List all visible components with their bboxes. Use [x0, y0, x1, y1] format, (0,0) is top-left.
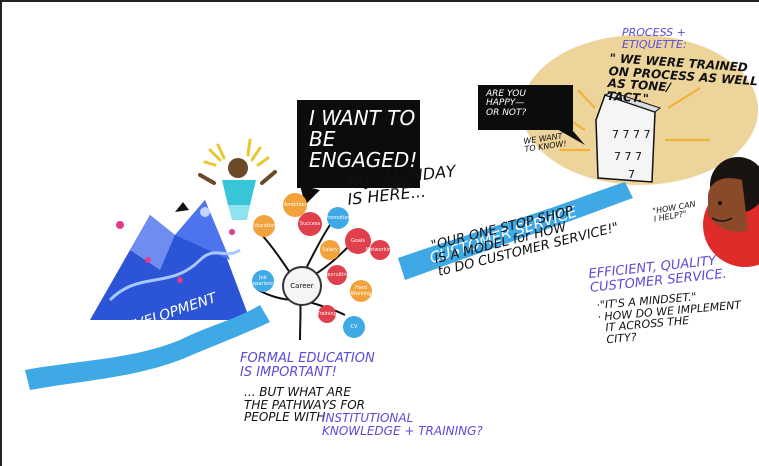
tree-node-job-experience: Job Experience: [249, 270, 277, 292]
tree-node-cv: CV: [343, 316, 365, 338]
tree-node-training: Training: [317, 305, 337, 323]
career-banner: [25, 305, 270, 390]
building-illustration: 7 7 7 7 7 7 7 7: [595, 91, 662, 183]
formal-education-title: FORMAL EDUCATION IS IMPORTANT!: [240, 351, 375, 380]
tree-node-networking: Networking: [366, 240, 394, 260]
tree-node-promotion: Promotion: [325, 207, 351, 229]
tree-node-goals: Goals: [345, 228, 371, 254]
tree-node-salary: Salary: [320, 240, 340, 260]
process-etiquette-title: PROCESS + ETIQUETTE:: [622, 26, 687, 51]
pathways-question: ... BUT WHAT ARE THE PATHWAYS FOR PEOPLE…: [244, 385, 366, 425]
tree-node-success: Success: [298, 212, 322, 236]
happy-speech-bubble: ARE YOU HAPPY— OR NOT?: [478, 85, 573, 130]
engaged-person: [198, 138, 277, 220]
customer-banner: [398, 182, 633, 280]
tree-node-hard-working: Hard Working: [350, 280, 372, 302]
svg-text:7: 7: [628, 168, 635, 181]
customer-service-character: [708, 157, 759, 232]
mountain-illustration: [90, 200, 250, 320]
happy-bubble-text: ARE YOU HAPPY— OR NOT?: [486, 89, 527, 118]
institutional-knowledge-highlight: INSTITUTIONAL KNOWLEDGE + TRAINING?: [322, 411, 483, 438]
engaged-bubble-text: I WANT TO BE ENGAGED!: [309, 106, 418, 172]
tree-node-education: Education: [252, 215, 276, 237]
svg-text:7 7 7: 7 7 7: [614, 150, 642, 163]
tree-node-career-center: Career: [282, 266, 322, 306]
engaged-speech-bubble: I WANT TO BE ENGAGED!: [297, 100, 420, 188]
process-quote: " WE WERE TRAINED ON PROCESS AS WELL AS …: [606, 51, 759, 106]
tree-node-recruiting: Recruiting: [324, 265, 350, 285]
svg-text:7 7 7 7: 7 7 7 7: [612, 128, 650, 141]
